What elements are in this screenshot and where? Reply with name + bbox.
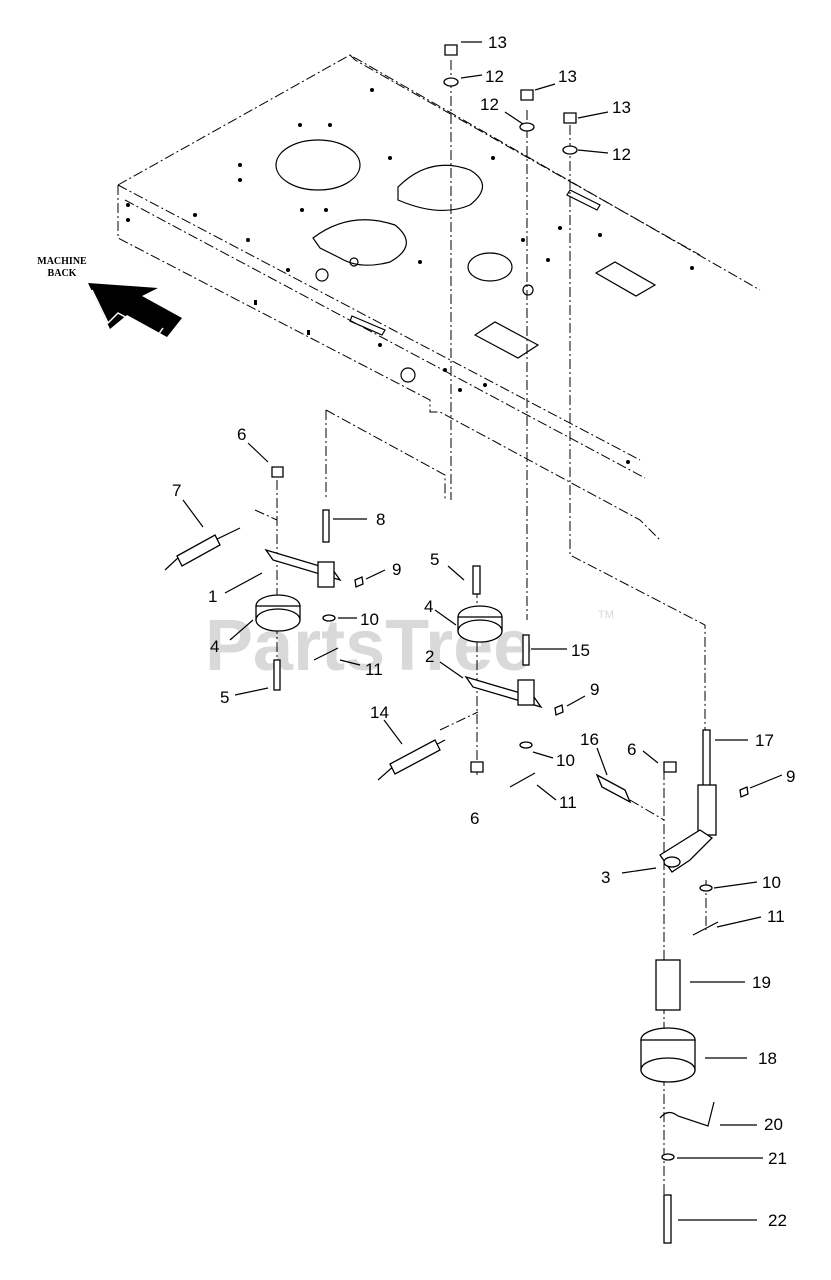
watermark-tm: TM — [598, 609, 614, 621]
callout-6: 6 — [470, 809, 479, 828]
callout-10: 10 — [762, 873, 781, 892]
callout-4: 4 — [210, 637, 219, 656]
idler-assembly-left — [164, 466, 364, 691]
callout-6: 6 — [237, 425, 246, 444]
callout-6: 6 — [627, 740, 636, 759]
callout-11: 11 — [559, 793, 577, 812]
leader-lines — [182, 41, 783, 1221]
callout-9: 9 — [590, 680, 599, 699]
callout-18: 18 — [758, 1049, 777, 1068]
callout-20: 20 — [764, 1115, 783, 1134]
callout-11: 11 — [767, 907, 785, 926]
callout-7: 7 — [172, 481, 181, 500]
callout-3: 3 — [601, 868, 610, 887]
callout-12: 12 — [612, 145, 631, 164]
callout-21: 21 — [768, 1149, 787, 1168]
callout-19: 19 — [752, 973, 771, 992]
callout-1: 1 — [208, 587, 217, 606]
machine-back-label-line2: BACK — [48, 268, 77, 279]
callout-10: 10 — [360, 610, 379, 629]
callout-8: 8 — [376, 510, 385, 529]
callout-13: 13 — [558, 67, 577, 86]
machine-back-arrow: MACHINE BACK — [37, 256, 182, 337]
machine-back-label-line1: MACHINE — [37, 256, 87, 267]
idler-assembly-middle — [377, 565, 564, 788]
deck-frame — [117, 54, 761, 541]
callout-10: 10 — [556, 751, 575, 770]
callout-9: 9 — [392, 560, 401, 579]
callout-4: 4 — [424, 597, 433, 616]
idler-assembly-right — [595, 729, 749, 1244]
callout-5: 5 — [430, 550, 439, 569]
callout-labels: 13 12 13 12 13 12 6 7 8 9 1 4 10 11 5 5 … — [172, 33, 795, 1230]
callout-12: 12 — [480, 95, 499, 114]
callout-5: 5 — [220, 688, 229, 707]
callout-17: 17 — [755, 731, 774, 750]
callout-15: 15 — [571, 641, 590, 660]
callout-16: 16 — [580, 730, 599, 749]
callout-14: 14 — [370, 703, 389, 722]
callout-13: 13 — [488, 33, 507, 52]
callout-11: 11 — [365, 660, 383, 679]
top-fasteners — [443, 44, 578, 155]
callout-22: 22 — [768, 1211, 787, 1230]
callout-9: 9 — [786, 767, 795, 786]
callout-12: 12 — [485, 67, 504, 86]
callout-2: 2 — [425, 647, 434, 666]
callout-13: 13 — [612, 98, 631, 117]
